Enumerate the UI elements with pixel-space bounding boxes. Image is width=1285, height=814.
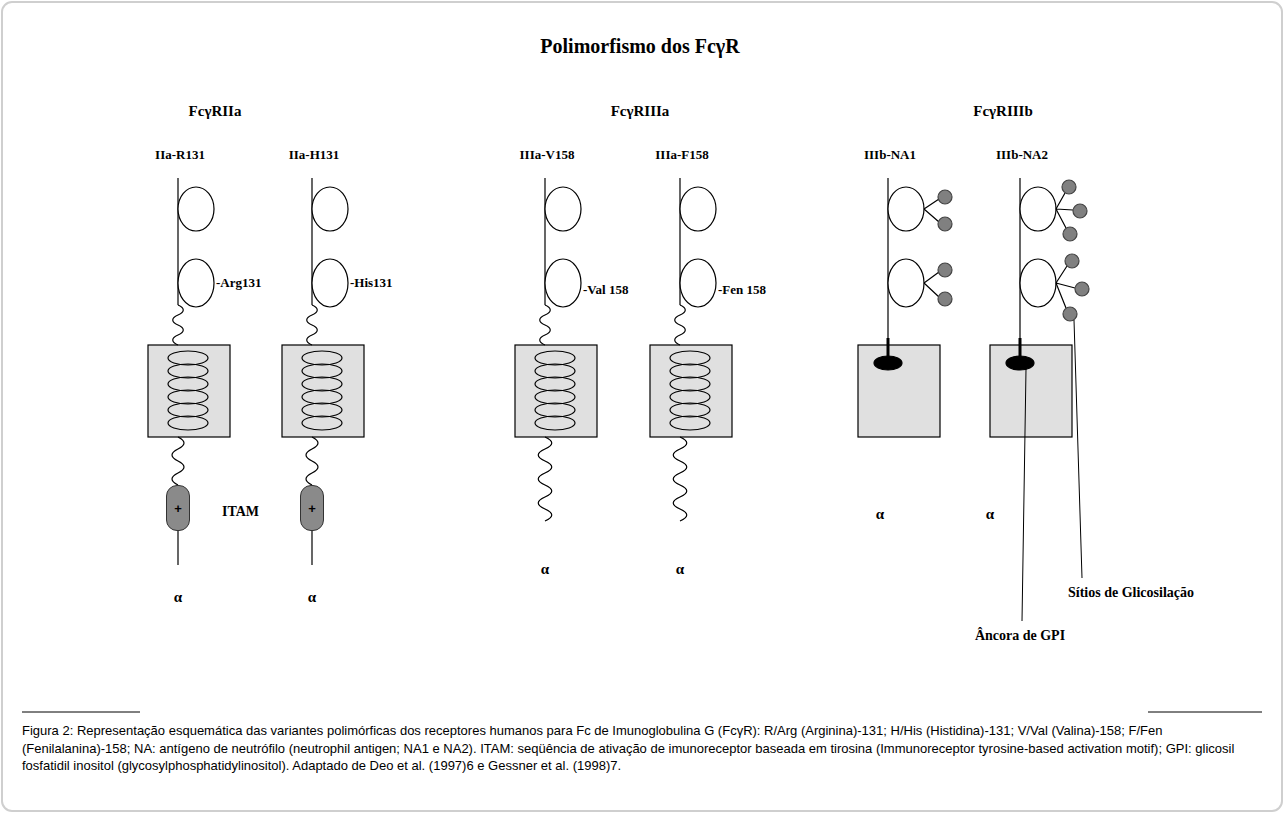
cytoplasmic-tail bbox=[673, 437, 687, 521]
gpi-stem bbox=[1019, 338, 1022, 358]
chain-label: α bbox=[308, 589, 316, 606]
ig-domain bbox=[312, 259, 348, 307]
gpi-anchor bbox=[1006, 356, 1034, 370]
residue-label: -His131 bbox=[350, 276, 393, 291]
variant-label: IIIa-F158 bbox=[655, 148, 708, 163]
variant-label: IIIb-NA2 bbox=[996, 148, 1048, 163]
receptor-iiia-v158 bbox=[515, 178, 597, 521]
variant-label: IIa-R131 bbox=[155, 148, 205, 163]
charge-sign: + bbox=[174, 502, 182, 515]
ig-domain bbox=[1020, 187, 1056, 231]
ig-domain bbox=[680, 187, 716, 231]
domain-label: ITAM bbox=[222, 504, 259, 520]
membrane-box bbox=[650, 345, 732, 437]
group-heading: FcγRIIIa bbox=[611, 103, 670, 120]
leader-line bbox=[1022, 369, 1026, 621]
glycosylation-sites bbox=[924, 190, 952, 306]
variant-label: IIIa-V158 bbox=[520, 148, 575, 163]
linker-wave bbox=[307, 305, 318, 345]
itam-motif: + bbox=[166, 485, 190, 531]
variant-label: IIa-H131 bbox=[289, 148, 340, 163]
chain-label: α bbox=[876, 506, 884, 523]
receptor-iiib-na2 bbox=[990, 178, 1089, 437]
linker-wave bbox=[675, 305, 686, 345]
chain-label: α bbox=[541, 561, 549, 578]
receptor-iiib-na1 bbox=[858, 178, 952, 437]
gpi-stem bbox=[887, 338, 890, 358]
receptor-iiia-f158 bbox=[650, 178, 732, 521]
group-heading: FcγRIIa bbox=[189, 103, 242, 120]
transmembrane-helix bbox=[535, 351, 575, 430]
membrane-box bbox=[148, 345, 230, 437]
residue-label: -Arg131 bbox=[216, 276, 262, 291]
charge-sign: + bbox=[308, 502, 316, 515]
receptor-iia-h131 bbox=[282, 178, 364, 565]
group-heading: FcγRIIIb bbox=[973, 103, 1033, 120]
linker-wave bbox=[540, 305, 551, 345]
transmembrane-helix bbox=[670, 351, 710, 430]
itam-motif: + bbox=[300, 485, 324, 531]
caption-rule bbox=[1148, 712, 1262, 713]
chain-label: α bbox=[986, 506, 994, 523]
ig-domain bbox=[178, 187, 214, 231]
chain-label: α bbox=[174, 589, 182, 606]
figure-caption: Figura 2: Representação esquemática das … bbox=[22, 722, 1262, 775]
membrane-box bbox=[282, 345, 364, 437]
gpi-anchor bbox=[874, 356, 902, 370]
receptor-iia-r131 bbox=[148, 178, 230, 565]
figure-title: Polimorfismo dos FcγR bbox=[540, 35, 739, 58]
residue-label: -Val 158 bbox=[583, 283, 628, 298]
ig-domain bbox=[888, 259, 924, 307]
transmembrane-helix bbox=[302, 351, 342, 430]
ig-domain bbox=[680, 259, 716, 307]
ig-domain bbox=[888, 187, 924, 231]
caption-rule bbox=[22, 712, 140, 713]
glycosylation-sites bbox=[1056, 180, 1089, 321]
callout-label: Âncora de GPI bbox=[975, 628, 1065, 644]
cytoplasmic-tail bbox=[538, 437, 552, 521]
membrane-box bbox=[858, 345, 940, 437]
membrane-box bbox=[990, 345, 1072, 437]
chain-label: α bbox=[676, 561, 684, 578]
transmembrane-helix bbox=[168, 351, 208, 430]
ig-domain bbox=[312, 187, 348, 231]
cytoplasmic-tail bbox=[306, 437, 318, 485]
callout-label: Sítios de Glicosilação bbox=[1068, 585, 1194, 601]
ig-domain bbox=[545, 259, 581, 307]
residue-label: -Fen 158 bbox=[718, 283, 766, 298]
linker-wave bbox=[173, 305, 184, 345]
cytoplasmic-tail bbox=[172, 437, 184, 485]
ig-domain bbox=[1020, 259, 1056, 307]
leader-line bbox=[1074, 320, 1082, 578]
ig-domain bbox=[545, 187, 581, 231]
ig-domain bbox=[178, 259, 214, 307]
membrane-box bbox=[515, 345, 597, 437]
variant-label: IIIb-NA1 bbox=[864, 148, 916, 163]
